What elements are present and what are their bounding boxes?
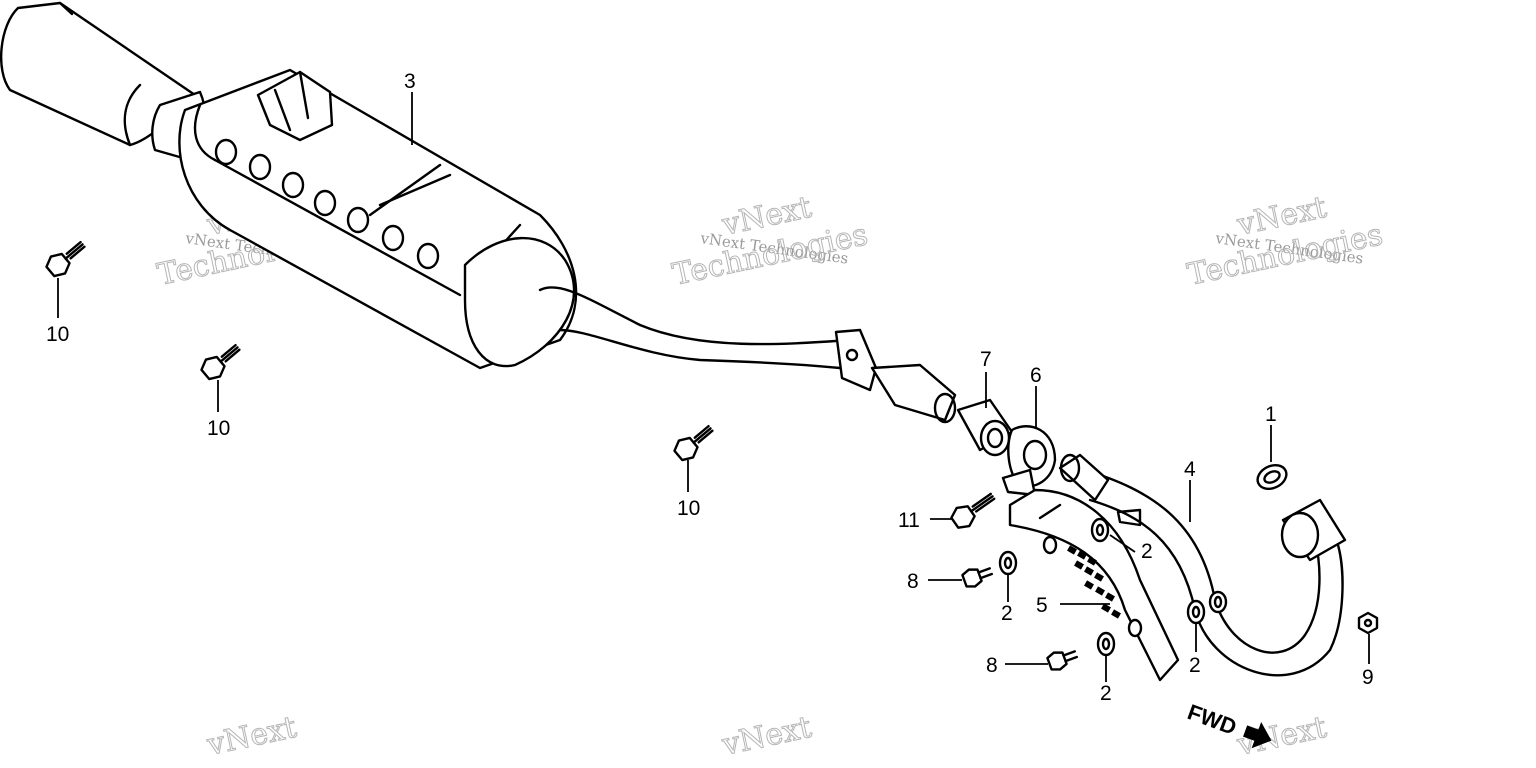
nut-2-e: [1208, 590, 1228, 614]
heat-shield-part-5: [1008, 488, 1180, 682]
callout-2-bottom: 2: [1100, 682, 1112, 705]
muffler-end-plate: [463, 236, 576, 368]
callout-5: 5: [1036, 594, 1048, 617]
nut-9: [1357, 611, 1379, 635]
nut-2-d: [1186, 599, 1206, 625]
callout-1: 1: [1265, 403, 1277, 426]
callout-6: 6: [1030, 364, 1042, 387]
bolt-10-left: [45, 240, 86, 278]
stud-8-upper: [961, 567, 994, 588]
heat-shield-slots: [1067, 545, 1121, 619]
callout-10-center: 10: [677, 497, 700, 520]
muffler-inlet-pipe: [538, 286, 852, 346]
callout-4: 4: [1184, 458, 1196, 481]
exhaust-pipe-inlet: [1058, 453, 1110, 502]
bolt-11: [950, 492, 996, 529]
bolt-10-center: [673, 424, 714, 462]
gasket-washer-part-1: [1256, 463, 1288, 491]
exhaust-pipe-part-4: [1058, 453, 1347, 677]
callout-10-middle: 10: [207, 417, 230, 440]
callout-3: 3: [404, 70, 416, 93]
callout-8-upper: 8: [907, 570, 919, 593]
watermark-bottom-center: vNext: [718, 709, 815, 763]
watermark-top-text: vNext: [718, 710, 814, 763]
callout-2-upper-right: 2: [1141, 540, 1153, 563]
callout-7: 7: [980, 348, 992, 371]
watermark-center: vNext vNext Technologies Technologies: [669, 189, 871, 293]
nut-2-b: [1090, 517, 1110, 543]
watermark-bottom-left: vNext: [203, 709, 300, 763]
callout-11: 11: [898, 509, 920, 532]
pipe-slip-joint: [870, 363, 957, 422]
flange-nut-icon: [998, 517, 1379, 657]
fwd-label: FWD: [1184, 699, 1240, 740]
watermark-top-text: vNext: [203, 710, 299, 763]
gasket-part-7: [956, 398, 1014, 457]
clamp-part-6: [1001, 425, 1057, 497]
nut-2-a: [998, 550, 1018, 576]
callout-9: 9: [1362, 666, 1374, 689]
stud-8-lower: [1046, 650, 1079, 671]
leader-lines: [57, 92, 1370, 682]
forward-arrow-icon: [1243, 721, 1272, 749]
bolt-10-middle-left: [200, 343, 241, 381]
callout-labels: 3 10 10 10 7 6 1 4 11 2 8 2 5 8 2 2 9: [46, 70, 1374, 705]
muffler-shield-holes: [214, 138, 440, 270]
callout-10-left: 10: [46, 323, 69, 346]
callout-2-left: 2: [1001, 602, 1013, 625]
nut-2-c: [1096, 631, 1116, 657]
flange-bolt-icon: [45, 240, 1079, 671]
pipe-flange: [834, 328, 878, 392]
callout-8-lower: 8: [986, 654, 998, 677]
watermark-right: vNext vNext Technologies Technologies: [1184, 189, 1386, 293]
muffler-assembly: [0, 1, 957, 424]
callout-2-right: 2: [1189, 654, 1201, 677]
